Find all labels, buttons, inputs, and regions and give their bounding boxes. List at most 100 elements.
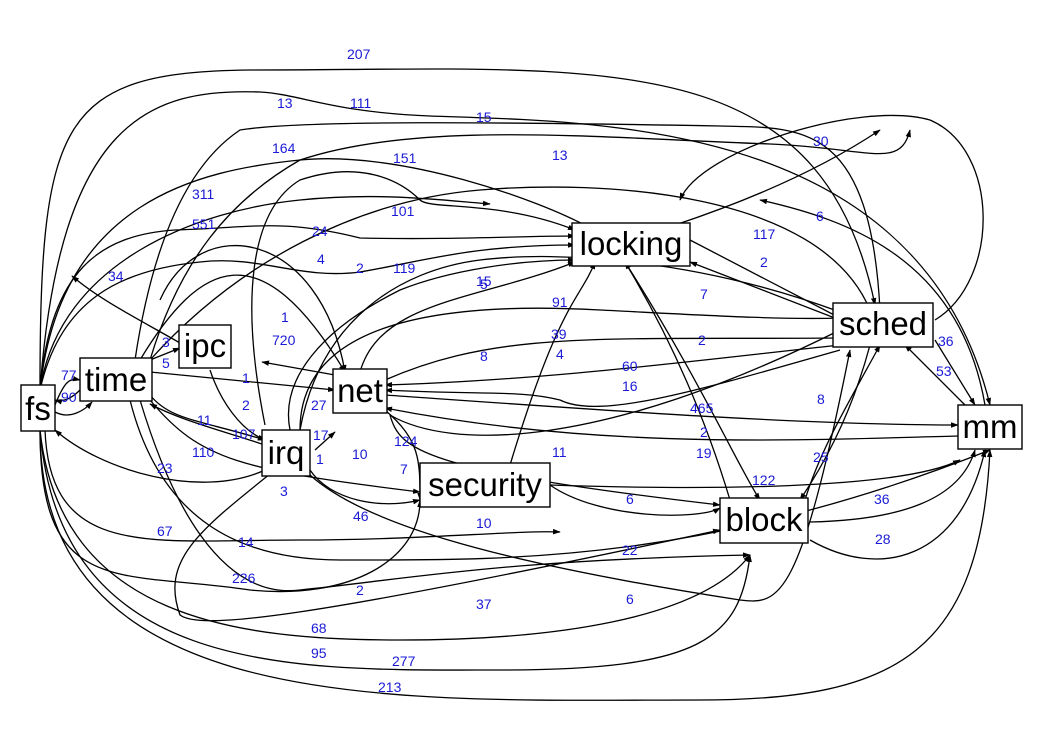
edge-label: 2 [356,582,364,598]
edge [624,261,731,501]
node-label: block [725,501,803,538]
edge [809,449,976,523]
edge-label: 124 [394,433,418,449]
edge-label: 3 [280,483,288,499]
edge-label: 22 [622,542,638,558]
edge-label: 110 [192,444,215,460]
node-mm[interactable]: mm [957,404,1023,450]
edge-label: 37 [476,596,492,612]
edge-label: 111 [350,95,371,111]
edge-label: 30 [813,133,829,149]
edge-label: 2 [698,332,706,348]
edge-label: 5 [480,276,488,292]
node-irq[interactable]: irq [261,429,311,477]
edge [287,257,576,431]
edge-label: 213 [378,679,402,695]
edge-label: 27 [311,397,327,413]
edge-label: 8 [480,348,488,364]
edge [159,244,347,373]
edge [39,429,993,701]
edge [44,429,561,542]
edge [39,429,751,641]
edge [314,431,336,451]
edge-label: 2 [760,254,768,270]
edge-label: 53 [936,363,952,379]
edge [261,360,336,376]
edge-label: 119 [393,260,416,276]
node-label: mm [963,408,1018,445]
edge [139,274,346,373]
edge-label: 3 [162,334,170,350]
edge-label: 11 [197,412,212,428]
edge-label: 277 [392,653,416,669]
edge [39,68,877,391]
node-ipc[interactable]: ipc [178,324,232,369]
node-label: locking [580,225,683,262]
edge-label: 10 [476,515,492,531]
node-block[interactable]: block [719,497,809,544]
edge-label: 8 [817,391,825,407]
edge [679,114,984,321]
edge-label: 46 [353,508,369,524]
edge-label: 6 [816,208,824,224]
node-net[interactable]: net [332,368,388,414]
edge [149,129,911,361]
node-label: time [85,361,147,398]
node-fs[interactable]: fs [20,384,56,432]
edge-label: 77 [61,367,77,383]
edge [149,371,336,393]
edge-labels: 207 13 111 15 164 151 13 30 311 101 551 … [61,46,954,695]
edge [71,275,181,344]
edge-label: 4 [556,346,564,362]
node-sched[interactable]: sched [832,302,934,348]
edge [384,349,841,408]
node-security[interactable]: security [419,462,551,508]
edge [384,335,841,381]
edge-label: 720 [272,332,296,348]
edge [134,122,883,361]
edge-label: 11 [552,444,567,460]
edge [799,344,871,501]
node-time[interactable]: time [79,357,153,402]
edge-label: 5 [162,355,170,371]
edge [54,401,93,416]
edge-label: 91 [552,294,568,310]
edge-label: 23 [157,460,173,476]
edge [299,255,841,431]
edge [804,344,881,501]
edge-label: 1 [242,370,250,386]
edge [39,195,491,391]
node-locking[interactable]: locking [571,222,691,267]
edge-label: 17 [313,427,329,443]
edge [149,403,266,446]
edge [389,414,721,507]
node-label: ipc [184,327,226,364]
edge [149,186,871,361]
edge [309,469,421,505]
edge-label: 226 [232,570,256,586]
edge-label: 39 [551,326,567,342]
edge-label: 13 [277,95,293,111]
edge [39,91,991,406]
edge-label: 16 [622,378,638,394]
edge-label: 25 [813,449,829,465]
edge [389,329,841,436]
edge-label: 36 [938,333,954,349]
edge-label: 164 [272,140,296,156]
edges [39,68,993,701]
edge-label: 107 [232,426,256,442]
edge [384,394,959,428]
edge-label: 34 [108,268,124,284]
edge-label: 2 [356,260,364,276]
edge [54,429,266,483]
edge [549,484,721,516]
edge [809,449,987,560]
node-label: irq [268,434,305,471]
edge-label: 15 [476,109,492,125]
edge [624,261,761,501]
edge [39,242,576,391]
edge [149,394,266,441]
node-label: fs [25,390,51,427]
edge [674,129,881,226]
edge-label: 13 [552,147,568,163]
